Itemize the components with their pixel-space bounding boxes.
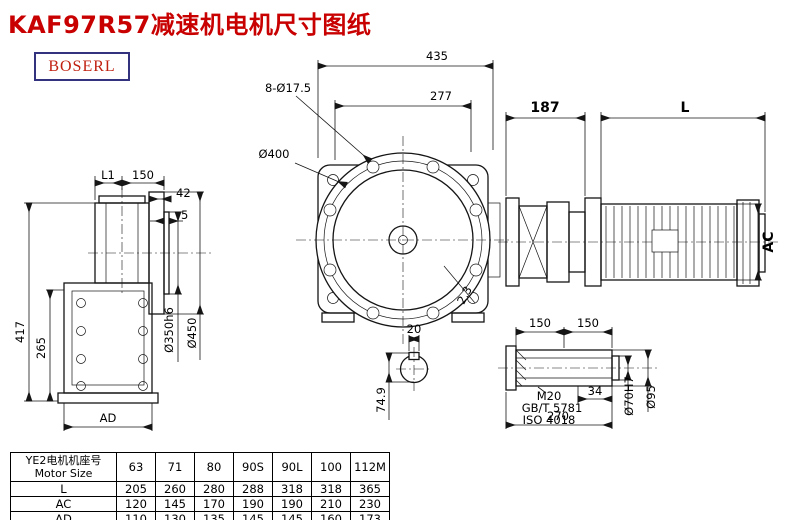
base-foot — [57, 392, 159, 404]
row-label-L: L — [10, 481, 117, 497]
label-d450: Ø450 — [185, 317, 199, 348]
header-cn: YE2电机机座号 — [25, 454, 102, 467]
page-title: KAF97R57减速机电机尺寸图纸 — [8, 11, 372, 39]
shaft-section-view: 20 74.9 — [374, 322, 432, 420]
cell: 110 — [116, 511, 156, 520]
shaft-detail-view: 150 150 M20 GB/T 5781 ISO 4018 34 270 Ø7… — [498, 316, 660, 429]
size-col-90s: 90S — [233, 452, 273, 482]
dim-417: 417 — [13, 321, 27, 343]
dim-34: 34 — [588, 384, 603, 398]
size-col-100: 100 — [311, 452, 351, 482]
motor-nameplate — [651, 229, 679, 253]
cell: 260 — [155, 481, 195, 497]
cell: 190 — [233, 496, 273, 512]
dim-42: 42 — [176, 186, 191, 200]
dim-AC: AC — [761, 231, 777, 252]
dim-20: 20 — [407, 322, 422, 336]
cell: 145 — [272, 511, 312, 520]
dim-187: 187 — [530, 100, 559, 116]
cell: 210 — [311, 496, 351, 512]
row-label-AD: AD — [10, 511, 117, 520]
cell: 145 — [155, 496, 195, 512]
label-d350h6: Ø350h6 — [162, 307, 176, 353]
cell: 230 — [350, 496, 390, 512]
motor-size-header: YE2电机机座号 Motor Size — [10, 452, 117, 482]
dim-435: 435 — [426, 49, 448, 63]
size-col-71: 71 — [155, 452, 195, 482]
cell: 280 — [194, 481, 234, 497]
cell: 173 — [350, 511, 390, 520]
dim-150: 150 — [132, 168, 154, 182]
cell: 318 — [272, 481, 312, 497]
cell: 190 — [272, 496, 312, 512]
dim-5: 5 — [181, 208, 188, 222]
motor-size-table: YE2电机机座号 Motor Size 63 71 80 90S 90L 100… — [10, 452, 390, 520]
front-view: 2.3 435 277 8-Ø17.5 Ø400 — [258, 49, 510, 344]
dim-74-9: 74.9 — [374, 387, 388, 413]
cell: 365 — [350, 481, 390, 497]
row-label-AC: AC — [10, 496, 117, 512]
cell: 160 — [311, 511, 351, 520]
table-row-AD: AD 110 130 135 145 145 160 173 — [10, 511, 390, 520]
table-header-row: YE2电机机座号 Motor Size 63 71 80 90S 90L 100… — [10, 452, 390, 482]
cell: 145 — [233, 511, 273, 520]
size-col-63: 63 — [116, 452, 156, 482]
cell: 318 — [311, 481, 351, 497]
label-d400: Ø400 — [258, 147, 289, 161]
side-view: L1 150 42 5 417 265 AD Ø350h6 — [13, 168, 212, 431]
cell: 288 — [233, 481, 273, 497]
label-d95: Ø95 — [644, 385, 658, 409]
fan-cover — [736, 199, 760, 287]
cell: 170 — [194, 496, 234, 512]
dim-265: 265 — [34, 337, 48, 359]
dim-150-a: 150 — [529, 316, 551, 330]
size-col-90l: 90L — [272, 452, 312, 482]
logo-text: BOSERL — [48, 57, 116, 75]
dim-277: 277 — [430, 89, 452, 103]
dim-L: L — [681, 100, 690, 116]
dim-270: 270 — [547, 409, 569, 423]
label-bolt-holes: 8-Ø17.5 — [265, 81, 311, 95]
size-col-112m: 112M — [350, 452, 390, 482]
gear-housing-side — [63, 282, 153, 394]
cell: 120 — [116, 496, 156, 512]
table-row-AC: AC 120 145 170 190 190 210 230 — [10, 496, 390, 512]
header-en: Motor Size — [34, 467, 93, 480]
dim-150-b: 150 — [577, 316, 599, 330]
cell: 130 — [155, 511, 195, 520]
motor-view: 187 L AC — [498, 100, 780, 287]
boserl-logo: BOSERL — [34, 52, 130, 81]
label-m20: M20 — [537, 389, 562, 403]
label-d70h7: Ø70H7 — [622, 376, 636, 416]
dim-AD: AD — [100, 411, 117, 425]
size-col-80: 80 — [194, 452, 234, 482]
label-gbt-5781: GB/T 5781 — [522, 401, 583, 415]
dim-L1: L1 — [101, 168, 115, 182]
cell: 135 — [194, 511, 234, 520]
table-row-L: L 205 260 280 288 318 318 365 — [10, 481, 390, 497]
cell: 205 — [116, 481, 156, 497]
